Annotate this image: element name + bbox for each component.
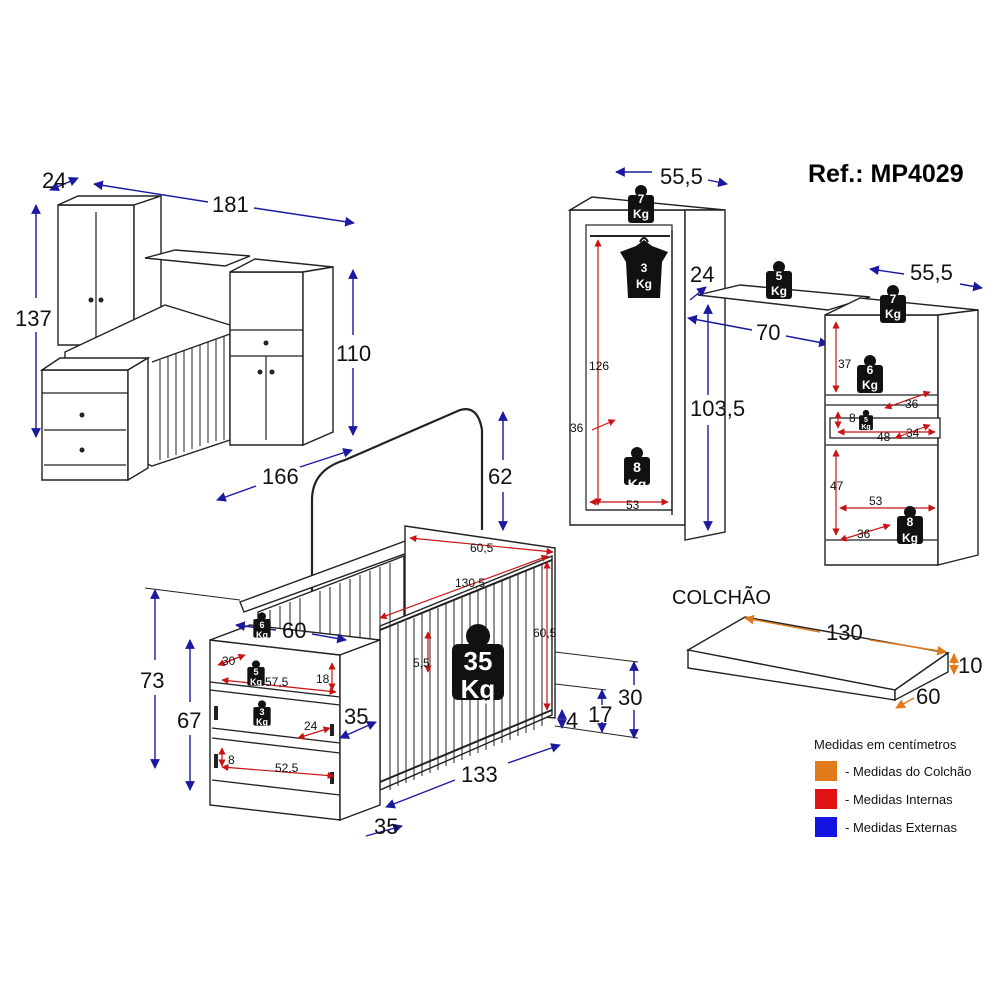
cabinet-drawer-weight-unit: Kg xyxy=(861,424,870,431)
crib-dim-62: 62 xyxy=(488,464,512,489)
wardrobe-dim-103-5: 103,5 xyxy=(690,396,745,421)
wardrobe-dim-53: 53 xyxy=(626,498,640,512)
wardrobe-dim-36: 36 xyxy=(570,421,584,435)
legend-item-mattress: - Medidas do Colchão xyxy=(845,764,971,779)
overview-dim-24: 24 xyxy=(42,168,66,193)
overview-dim-137: 137 xyxy=(15,306,52,331)
crib-weight-unit: Kg xyxy=(461,674,496,704)
mattress-dim-60: 60 xyxy=(916,684,940,709)
dresser-dim-18: 18 xyxy=(316,672,330,686)
dresser-dim-52-5: 52,5 xyxy=(275,761,299,775)
cabinet-dim-37: 37 xyxy=(838,357,852,371)
cabinet-dim-8: 8 xyxy=(849,411,856,425)
dresser-drawer1-weight-unit: Kg xyxy=(250,677,262,687)
cabinet-top-weight-unit: Kg xyxy=(885,307,901,321)
crib-dim-60-5-top: 60,5 xyxy=(470,541,494,555)
legend-item-external: - Medidas Externas xyxy=(845,820,957,835)
legend: Medidas em centímetros - Medidas do Colc… xyxy=(814,737,971,837)
crib-dim-35: 35 xyxy=(374,814,398,839)
cabinet-drawer-weight-value: 5 xyxy=(864,417,868,424)
crib-dim-130-5: 130,5 xyxy=(455,576,485,590)
dresser-dim-67: 67 xyxy=(177,708,201,733)
crib-dim-5-5: 5,5 xyxy=(413,656,430,670)
cabinet-dim-48: 48 xyxy=(877,430,891,444)
dresser-dim-57-5: 57,5 xyxy=(265,675,289,689)
dresser-drawer1-weight-value: 5 xyxy=(253,667,258,677)
legend-heading: Medidas em centímetros xyxy=(814,737,957,752)
mattress-detail: 130 10 60 xyxy=(686,614,982,709)
wardrobe-rail-weight-value: 3 xyxy=(641,261,648,275)
mattress-label: COLCHÃO xyxy=(672,585,771,609)
wardrobe-rail-weight-unit: Kg xyxy=(636,277,652,291)
wardrobe-dim-126: 126 xyxy=(589,359,609,373)
overview-set: 24 181 137 110 166 xyxy=(15,168,371,502)
dresser-dim-24: 24 xyxy=(304,719,318,733)
cabinet-dim-53: 53 xyxy=(869,494,883,508)
cabinet-top-weight-value: 7 xyxy=(890,292,897,306)
dresser-dim-73: 73 xyxy=(140,668,164,693)
dresser-top-weight-unit: Kg xyxy=(256,630,268,640)
cabinet-detail: 37 36 8 48 34 47 53 36 55,5 7 Kg 6 Kg 5 … xyxy=(824,260,983,566)
crib-dim-30: 30 xyxy=(618,685,642,710)
cabinet-bottom-weight-value: 8 xyxy=(907,515,914,529)
reference-title: Ref.: MP4029 xyxy=(808,160,964,188)
overview-dim-110: 110 xyxy=(336,341,371,366)
legend-item-internal: - Medidas Internas xyxy=(845,792,953,807)
wardrobe-detail: 126 36 53 55,5 103,5 7 Kg 3 Kg 8 Kg xyxy=(567,164,745,541)
dresser-detail: 30 57,5 18 24 8 52,5 73 67 60 35 6 Kg 5 … xyxy=(140,587,381,822)
shelf-dim-24: 24 xyxy=(690,262,714,287)
legend-swatch-mattress xyxy=(815,761,837,781)
cabinet-shelf-weight-unit: Kg xyxy=(862,378,878,392)
legend-swatch-internal xyxy=(815,789,837,809)
cabinet-dim-36-bottom: 36 xyxy=(857,527,871,541)
dresser-drawer2-weight-unit: Kg xyxy=(256,717,268,727)
mattress-dim-10: 10 xyxy=(958,653,982,678)
mattress-dim-130: 130 xyxy=(826,620,863,645)
crib-weight-value: 35 xyxy=(464,646,493,676)
overview-dim-181: 181 xyxy=(212,192,249,217)
wardrobe-bottom-weight-unit: Kg xyxy=(628,476,647,492)
legend-swatch-external xyxy=(815,817,837,837)
overview-dim-166: 166 xyxy=(262,464,299,489)
dresser-dim-8: 8 xyxy=(228,753,235,767)
shelf-weight-unit: Kg xyxy=(771,284,787,298)
cabinet-dim-55-5: 55,5 xyxy=(910,260,953,285)
wardrobe-top-weight-unit: Kg xyxy=(633,207,649,221)
dresser-top-weight-value: 6 xyxy=(259,620,264,630)
dresser-dim-60: 60 xyxy=(282,618,306,643)
crib-dim-133: 133 xyxy=(461,762,498,787)
crib-dim-17: 17 xyxy=(588,702,612,727)
dresser-dim-35: 35 xyxy=(344,704,368,729)
cabinet-dim-36-top: 36 xyxy=(905,397,919,411)
shelf-weight-value: 5 xyxy=(776,269,783,283)
wardrobe-dim-55-5: 55,5 xyxy=(660,164,703,189)
cabinet-bottom-weight-unit: Kg xyxy=(902,531,918,545)
cabinet-dim-34: 34 xyxy=(906,426,920,440)
cabinet-dim-47: 47 xyxy=(830,479,844,493)
dresser-drawer2-weight-value: 3 xyxy=(259,707,264,717)
cabinet-shelf-weight-value: 6 xyxy=(867,363,874,377)
wardrobe-top-weight-value: 7 xyxy=(638,192,645,206)
shelf-detail: 24 70 5 Kg xyxy=(687,261,871,348)
shelf-dim-70: 70 xyxy=(756,320,780,345)
crib-dim-4: 4 xyxy=(566,708,578,733)
wardrobe-bottom-weight-value: 8 xyxy=(633,459,641,475)
dresser-dim-30: 30 xyxy=(222,654,236,668)
crib-dim-60-5-side: 60,5 xyxy=(533,626,557,640)
